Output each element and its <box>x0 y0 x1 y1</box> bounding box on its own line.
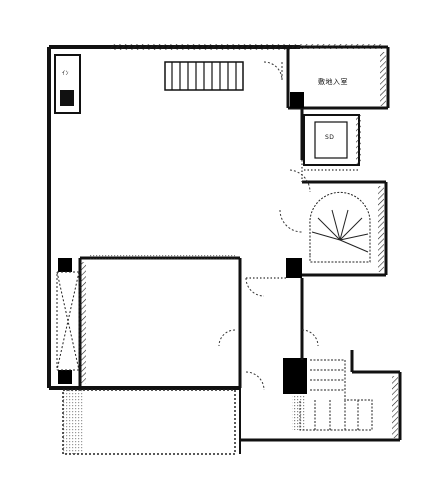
top-left-closet <box>54 54 81 114</box>
spiral-door-swing <box>289 169 311 193</box>
middle-left-room <box>78 256 242 388</box>
left-storage <box>56 271 80 371</box>
spiral-stair <box>309 191 371 263</box>
spiral-door-swing-2 <box>279 209 303 233</box>
spiral-right-hatch <box>378 186 384 272</box>
sd-fixture-label: SD <box>325 134 335 141</box>
middle-room-left-hatch <box>80 262 86 384</box>
middle-room-top-hatch <box>90 255 235 260</box>
top-stair <box>164 61 244 91</box>
outer-walls <box>47 45 300 390</box>
dotted-partitions <box>246 160 360 279</box>
bottom-stair-dots <box>292 395 306 430</box>
top-right-wall-hatch <box>292 44 384 49</box>
middle-door-swing-4 <box>245 371 265 391</box>
middle-door-swing-3 <box>301 329 319 347</box>
bottom-left-dots <box>63 388 83 454</box>
middle-door-swing-2 <box>218 329 236 347</box>
sd-right-hatch <box>356 115 361 165</box>
bottom-right-room <box>240 350 402 442</box>
top-right-room-label: 敷地入室 <box>318 78 348 86</box>
closet-fixture <box>60 90 74 106</box>
bottom-right-hatch <box>392 376 398 438</box>
pillars <box>58 92 307 394</box>
top-door-swing <box>263 61 283 81</box>
bottom-left-room <box>62 389 236 455</box>
middle-door-swing-1 <box>245 277 265 297</box>
top-right-right-wall-hatch <box>380 52 386 106</box>
spiral-stair-room <box>302 180 388 277</box>
top-wall-hatch <box>110 44 290 50</box>
top-left-closet-label: ｲﾝ <box>62 70 70 77</box>
